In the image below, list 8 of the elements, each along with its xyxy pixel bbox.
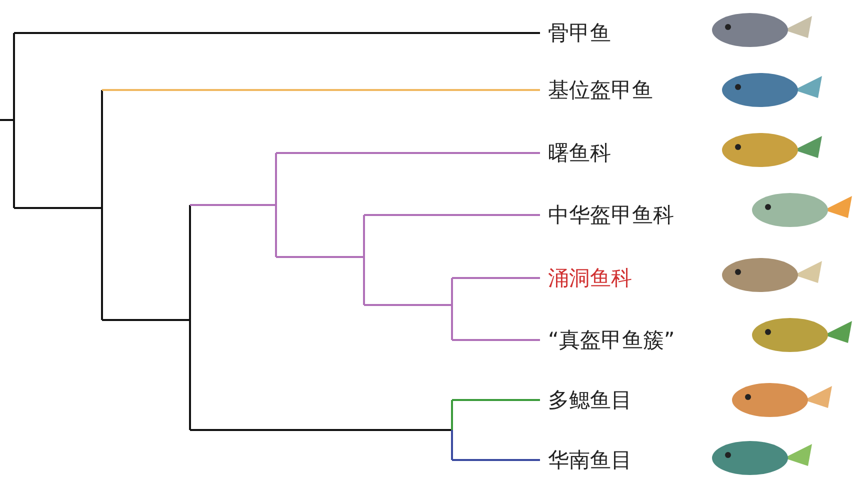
taxon-label: 曙鱼科 — [548, 140, 611, 166]
taxon-label: 骨甲鱼 — [548, 20, 611, 46]
taxon-label: 基位盔甲鱼 — [548, 77, 653, 103]
taxon-label: 华南鱼目 — [548, 447, 632, 473]
taxon-label: 涌洞鱼科 — [548, 265, 632, 291]
taxon-label: 多鳃鱼目 — [548, 387, 632, 413]
taxon-label: 中华盔甲鱼科 — [548, 202, 674, 228]
taxon-label: “真盔甲鱼簇” — [548, 327, 675, 353]
